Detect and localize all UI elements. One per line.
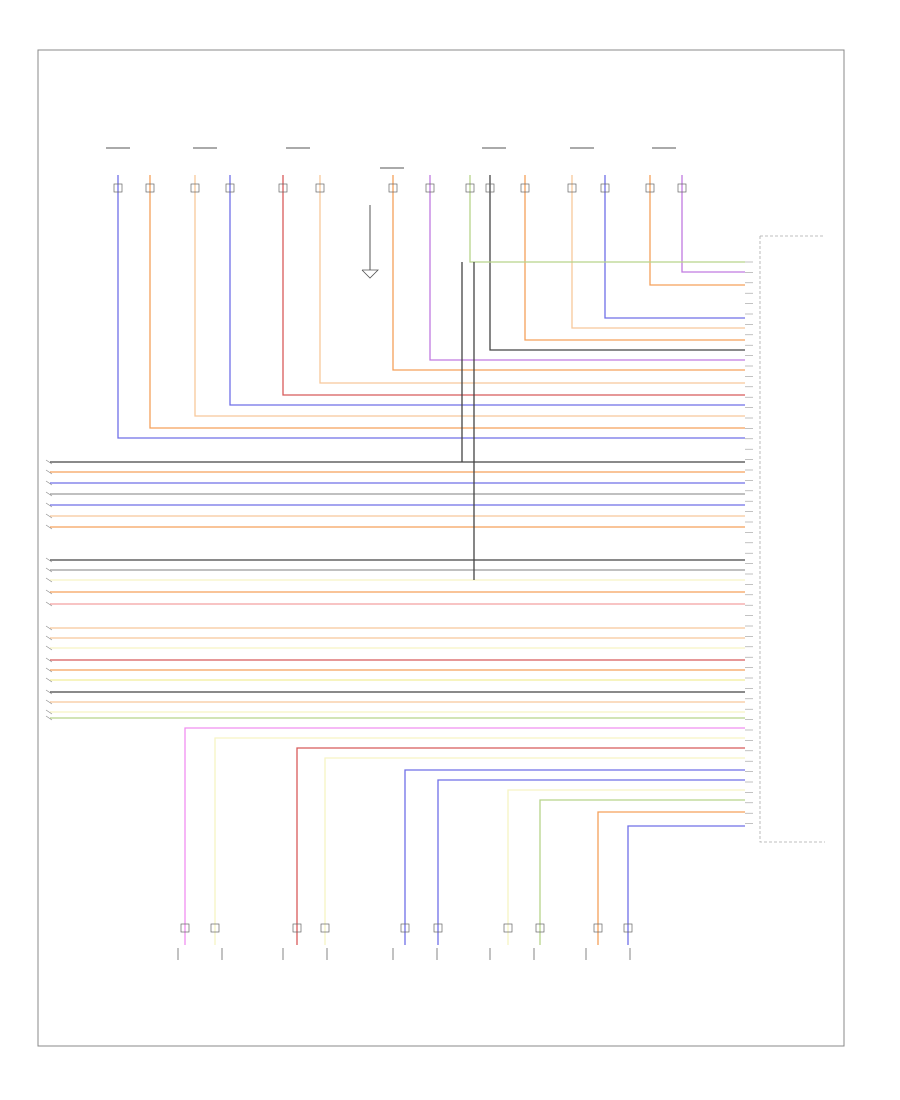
bottom-wire [507, 789, 745, 945]
top-wire [149, 175, 745, 429]
top-wire [681, 175, 745, 273]
left-pin-tick [45, 567, 53, 573]
bottom-pin-marker [320, 923, 330, 933]
left-pin-tick [45, 459, 53, 465]
bottom-wire-group [177, 727, 745, 960]
top-wire [117, 175, 745, 439]
bottom-wire [437, 779, 745, 945]
bottom-wire [214, 737, 745, 945]
bottom-wire [296, 747, 745, 945]
left-pin-tick [45, 699, 53, 705]
sensor-connector [282, 948, 328, 960]
top-pin-marker [567, 183, 577, 193]
bottom-wire [597, 811, 745, 945]
bottom-wire [404, 769, 745, 945]
top-pin-marker [677, 183, 687, 193]
left-pin-tick [45, 589, 53, 595]
left-pin-tick [45, 657, 53, 663]
bottom-pin-marker [503, 923, 513, 933]
top-wire [604, 175, 745, 319]
bottom-pin-marker [180, 923, 190, 933]
bottom-pin-marker [593, 923, 603, 933]
top-wire [194, 175, 745, 417]
top-pin-marker [425, 183, 435, 193]
bottom-pin-marker [623, 923, 633, 933]
left-pin-tick [45, 645, 53, 651]
left-pin-tick [45, 513, 53, 519]
sensor-connector [585, 948, 631, 960]
top-wire [429, 175, 745, 361]
top-wire [649, 175, 745, 286]
sensor-connector [177, 948, 223, 960]
bottom-wire [184, 727, 745, 945]
bottom-wire [539, 799, 745, 945]
top-pin-marker [600, 183, 610, 193]
bottom-wire [627, 825, 745, 945]
top-wire [571, 175, 745, 329]
top-wire [524, 175, 745, 341]
top-pin-marker [225, 183, 235, 193]
top-wire [469, 175, 745, 263]
top-wire [229, 175, 745, 406]
diagram-frame [37, 49, 845, 1047]
module-connector-outline [759, 235, 825, 843]
left-pin-tick [45, 601, 53, 607]
top-pin-marker [278, 183, 288, 193]
ground-symbol [361, 269, 379, 279]
bottom-wire [324, 757, 745, 945]
left-pin-tick [45, 557, 53, 563]
top-pin-marker [645, 183, 655, 193]
left-pin-tick [45, 715, 53, 721]
left-pin-tick [45, 491, 53, 497]
top-pin-marker [145, 183, 155, 193]
left-pin-tick [45, 469, 53, 475]
top-wire [392, 175, 745, 371]
left-pin-tick [45, 524, 53, 530]
left-pin-tick [45, 577, 53, 583]
bottom-pin-marker [535, 923, 545, 933]
middle-wire-group [45, 261, 753, 824]
left-pin-tick [45, 667, 53, 673]
top-wire [489, 175, 745, 351]
top-pin-marker [465, 183, 475, 193]
top-pin-marker [190, 183, 200, 193]
top-pin-marker [113, 183, 123, 193]
bottom-pin-marker [433, 923, 443, 933]
left-pin-tick [45, 709, 53, 715]
top-wire-group [106, 147, 745, 439]
top-pin-marker [388, 183, 398, 193]
left-pin-tick [45, 502, 53, 508]
top-wire [282, 175, 745, 396]
left-pin-tick [45, 677, 53, 683]
bottom-pin-marker [400, 923, 410, 933]
left-pin-tick [45, 689, 53, 695]
bottom-pin-marker [210, 923, 220, 933]
left-pin-tick [45, 480, 53, 486]
sensor-connector [489, 948, 535, 960]
left-pin-tick [45, 625, 53, 631]
top-wire [319, 175, 745, 384]
bottom-pin-marker [292, 923, 302, 933]
top-pin-marker [485, 183, 495, 193]
left-pin-tick [45, 635, 53, 641]
sensor-connector [392, 948, 438, 960]
top-pin-marker [315, 183, 325, 193]
top-pin-marker [520, 183, 530, 193]
